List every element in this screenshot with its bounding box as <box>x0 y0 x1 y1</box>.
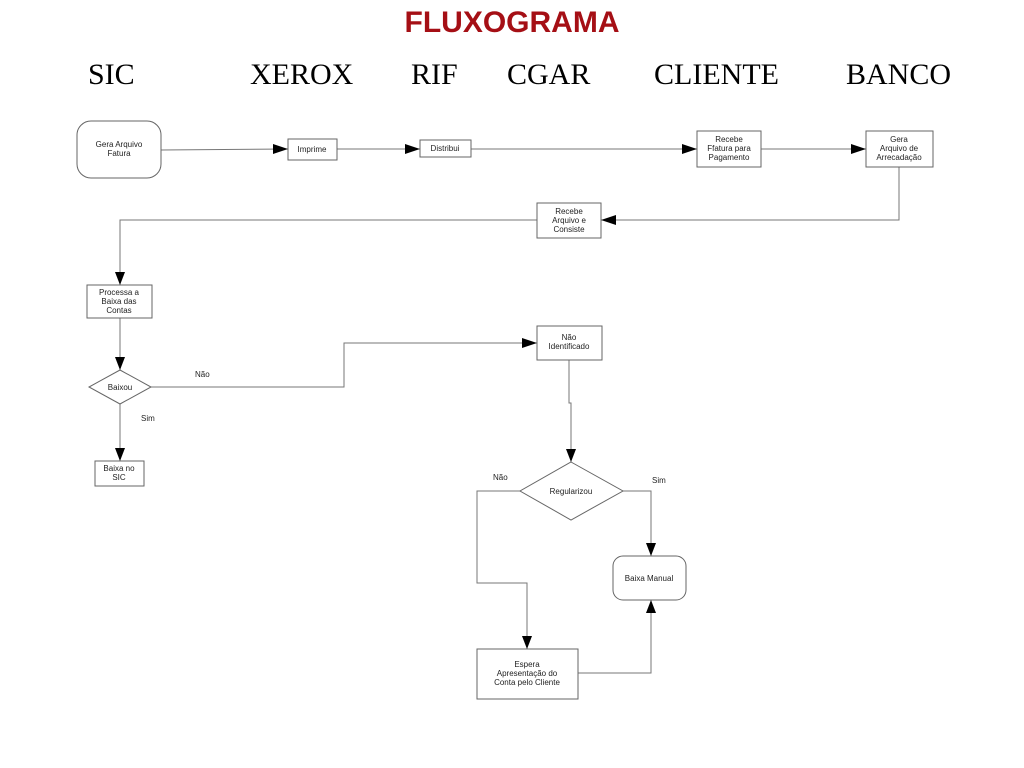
node-label: Regularizou <box>550 487 593 496</box>
lane-label-cliente: CLIENTE <box>654 58 779 91</box>
decision-baixou: Baixou <box>87 369 153 405</box>
node-label: Contas <box>106 306 131 315</box>
node-label: Recebe <box>555 207 583 216</box>
node-label: Ffatura para <box>707 144 751 153</box>
node-label: Espera <box>514 660 540 669</box>
node-imprime: Imprime <box>287 138 338 161</box>
node-recebe-fatura: Recebe Ffatura para Pagamento <box>696 130 762 168</box>
node-label: Pagamento <box>709 153 750 162</box>
node-label: Processa a <box>99 288 140 297</box>
edge-espera-to-baixa-manual <box>578 600 652 674</box>
node-label: Fatura <box>107 149 131 158</box>
edge-recebe-arquivo-to-processa <box>119 219 537 285</box>
node-label: Não <box>562 333 577 342</box>
arrow-right-icon <box>405 144 420 154</box>
node-label: Consiste <box>553 225 585 234</box>
arrow-down-icon <box>115 448 125 461</box>
arrow-right-icon <box>682 144 697 154</box>
decision-regularizou: Regularizou <box>518 461 625 521</box>
node-nao-identificado: Não Identificado <box>536 325 603 361</box>
node-espera-apresentacao: Espera Apresentação do Conta pelo Client… <box>476 648 579 700</box>
arrow-right-icon <box>851 144 866 154</box>
lane-label-cgar: CGAR <box>507 58 591 91</box>
node-gera-arquivo-fatura: Gera Arquivo Fatura <box>76 120 162 179</box>
lane-label-xerox: XEROX <box>250 58 354 91</box>
node-label: Identificado <box>549 342 590 351</box>
arrow-down-icon <box>646 543 656 556</box>
node-recebe-arquivo-consiste: Recebe Arquivo e Consiste <box>536 202 602 239</box>
lane-label-rif: RIF <box>411 58 458 91</box>
node-label: Baixa Manual <box>625 574 674 583</box>
node-label: Gera <box>890 135 908 144</box>
edge-gera-to-imprime <box>160 148 289 151</box>
node-label: Baixa no <box>103 464 135 473</box>
node-label: Arquivo e <box>552 216 586 225</box>
node-baixa-no-sic: Baixa no SIC <box>94 460 145 487</box>
node-label: Conta pelo Cliente <box>494 678 560 687</box>
node-label: Apresentação do <box>497 669 558 678</box>
lane-label-banco: BANCO <box>846 58 952 91</box>
edge-label-baixou-sim: Sim <box>141 414 155 423</box>
node-distribui: Distribui <box>419 139 472 158</box>
edge-regularizou-nao-to-espera <box>476 490 528 649</box>
arrow-down-icon <box>115 272 125 285</box>
node-label: Imprime <box>298 145 327 154</box>
node-baixa-manual: Baixa Manual <box>612 555 687 601</box>
node-label: Distribui <box>431 144 460 153</box>
lane-label-sic: SIC <box>88 58 135 91</box>
arrow-up-icon <box>646 600 656 613</box>
node-label: Arquivo de <box>880 144 919 153</box>
node-label: SIC <box>112 473 126 482</box>
arrow-right-icon <box>273 144 288 154</box>
edge-label-baixou-nao: Não <box>195 370 210 379</box>
arrow-down-icon <box>115 357 125 370</box>
node-processa-baixa: Processa a Baixa das Contas <box>86 284 153 319</box>
node-label: Gera Arquivo <box>96 140 143 149</box>
connectors <box>119 148 900 674</box>
node-label: Arrecadação <box>876 153 922 162</box>
edge-label-regularizou-nao: Não <box>493 473 508 482</box>
arrow-down-icon <box>566 449 576 462</box>
edge-gera-arrecadacao-to-recebe-arquivo <box>601 167 900 221</box>
arrowheads <box>115 144 866 649</box>
node-label: Baixou <box>108 383 132 392</box>
node-label: Baixa das <box>101 297 136 306</box>
edge-nao-identificado-to-regularizou <box>568 360 572 462</box>
node-label: Recebe <box>715 135 743 144</box>
arrow-down-icon <box>522 636 532 649</box>
edge-label-regularizou-sim: Sim <box>652 476 666 485</box>
page-title: FLUXOGRAMA <box>404 6 620 39</box>
arrow-right-icon <box>522 338 537 348</box>
arrow-left-icon <box>601 215 616 225</box>
node-gera-arquivo-arrecadacao: Gera Arquivo de Arrecadação <box>865 130 934 168</box>
edge-baixou-nao-to-nao-identificado <box>151 342 537 388</box>
edge-regularizou-sim-to-baixa-manual <box>623 490 652 556</box>
